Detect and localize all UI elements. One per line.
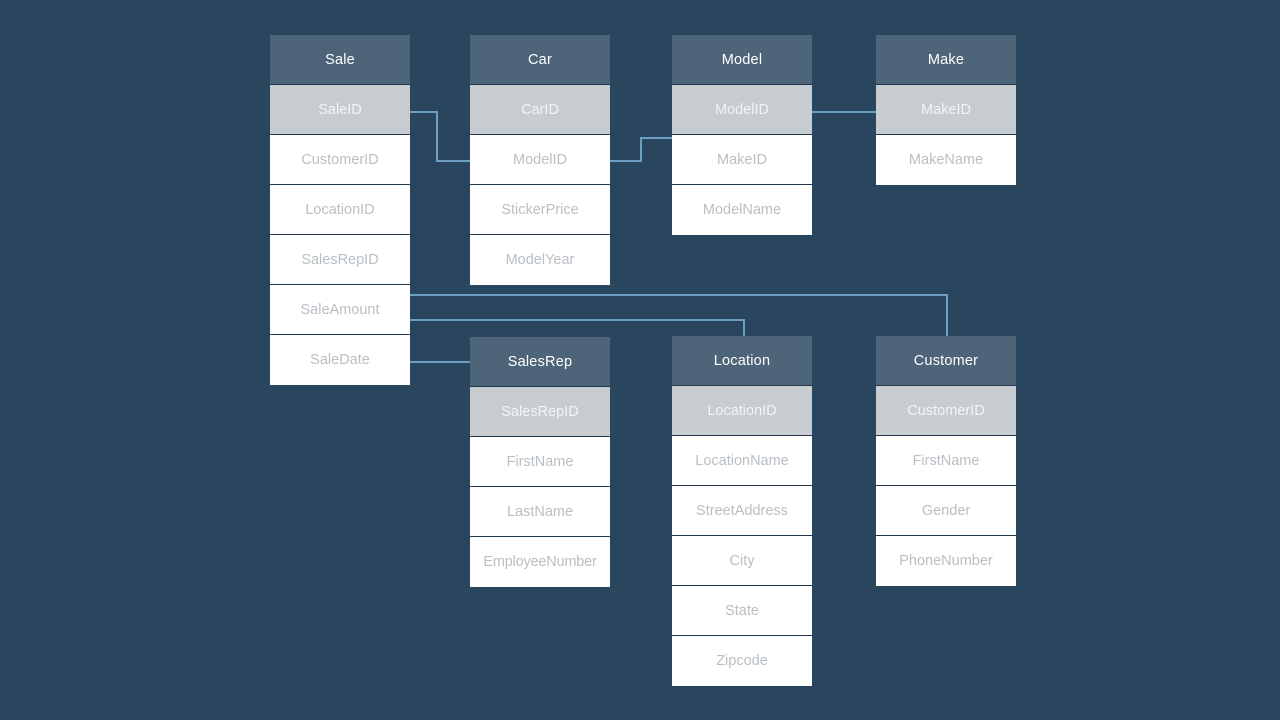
entity-title-model: Model [672,35,812,85]
primary-key-field-location-locationid[interactable]: LocationID [672,386,812,436]
field-location-streetaddress[interactable]: StreetAddress [672,486,812,536]
connector-sale-location [406,319,745,336]
field-salesrep-employeenumber[interactable]: EmployeeNumber [470,537,610,587]
field-sale-saleamount[interactable]: SaleAmount [270,285,410,335]
primary-key-field-model-modelid[interactable]: ModelID [672,85,812,135]
entity-title-salesrep: SalesRep [470,337,610,387]
field-customer-firstname[interactable]: FirstName [876,436,1016,486]
field-customer-gender[interactable]: Gender [876,486,1016,536]
field-make-makename[interactable]: MakeName [876,135,1016,185]
field-location-zipcode[interactable]: Zipcode [672,636,812,686]
primary-key-field-customer-customerid[interactable]: CustomerID [876,386,1016,436]
field-location-state[interactable]: State [672,586,812,636]
entity-title-location: Location [672,336,812,386]
entity-title-make: Make [876,35,1016,85]
primary-key-field-make-makeid[interactable]: MakeID [876,85,1016,135]
field-sale-saledate[interactable]: SaleDate [270,335,410,385]
field-sale-locationid[interactable]: LocationID [270,185,410,235]
field-salesrep-firstname[interactable]: FirstName [470,437,610,487]
primary-key-field-salesrep-salesrepid[interactable]: SalesRepID [470,387,610,437]
entity-title-customer: Customer [876,336,1016,386]
connector-sale-customer [406,294,948,336]
entity-title-car: Car [470,35,610,85]
entity-title-sale: Sale [270,35,410,85]
field-car-stickerprice[interactable]: StickerPrice [470,185,610,235]
field-car-modelyear[interactable]: ModelYear [470,235,610,285]
connector-sale-car [406,111,470,162]
field-car-modelid[interactable]: ModelID [470,135,610,185]
field-sale-customerid[interactable]: CustomerID [270,135,410,185]
field-location-locationname[interactable]: LocationName [672,436,812,486]
connector-car-model [610,137,672,162]
field-location-city[interactable]: City [672,536,812,586]
field-salesrep-lastname[interactable]: LastName [470,487,610,537]
field-sale-salesrepid[interactable]: SalesRepID [270,235,410,285]
primary-key-field-sale-saleid[interactable]: SaleID [270,85,410,135]
primary-key-field-car-carid[interactable]: CarID [470,85,610,135]
field-model-makeid[interactable]: MakeID [672,135,812,185]
field-model-modelname[interactable]: ModelName [672,185,812,235]
field-customer-phonenumber[interactable]: PhoneNumber [876,536,1016,586]
